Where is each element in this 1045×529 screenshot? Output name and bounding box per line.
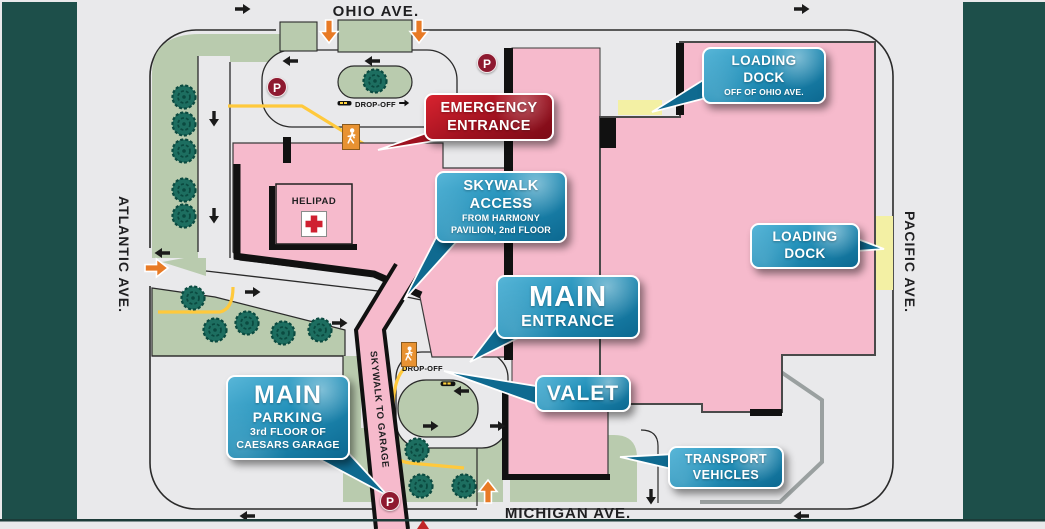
- callout-title: PARKING: [252, 409, 324, 425]
- car-icon: [337, 99, 352, 109]
- transport-vehicles-callout: TRANSPORT VEHICLES: [668, 446, 784, 490]
- callout-subtitle: FROM HARMONY: [462, 213, 540, 224]
- loading-dock-pacific-callout: LOADING DOCK: [750, 223, 860, 269]
- callout-title: DOCK: [784, 245, 826, 261]
- main-drop-off-chip: DROP-OFF: [402, 364, 443, 373]
- callout-subtitle: CAESARS GARAGE: [236, 439, 340, 452]
- er-drop-off-label: DROP-OFF: [355, 99, 396, 109]
- pedestrian-icon: [342, 124, 360, 150]
- street-label-ohio: OHIO AVE.: [332, 3, 420, 20]
- callout-title: VALET: [546, 382, 620, 405]
- callout-title: ENTRANCE: [521, 313, 615, 330]
- helipad-cross-icon: [301, 211, 327, 242]
- emergency-entrance-callout: EMERGENCY ENTRANCE: [424, 93, 554, 142]
- callout-title: LOADING: [731, 53, 797, 68]
- street-label-atlantic: ATLANTIC AVE.: [116, 196, 132, 313]
- street-label-pacific: PACIFIC AVE.: [902, 211, 918, 313]
- loading-dock-ohio-callout: LOADING DOCK OFF OF OHIO AVE.: [702, 47, 826, 104]
- pedestrian-icon: [401, 342, 417, 367]
- main-parking-callout: MAIN PARKING 3rd FLOOR OF CAESARS GARAGE: [226, 375, 350, 461]
- main-drop-off-label: DROP-OFF: [402, 364, 443, 373]
- parking-icon: P: [267, 77, 287, 97]
- callout-title: SKYWALK: [463, 178, 539, 194]
- helipad-label: HELIPAD: [291, 196, 337, 207]
- callout-subtitle: 3rd FLOOR OF: [250, 426, 326, 439]
- callout-title: ACCESS: [469, 196, 533, 213]
- parking-icon: P: [380, 491, 400, 511]
- arrow-right-icon: [398, 99, 410, 109]
- car-icon: [440, 375, 456, 393]
- callout-title: LOADING: [772, 229, 838, 244]
- main-entrance-callout: MAIN ENTRANCE: [496, 275, 640, 340]
- er-drop-off-chip: DROP-OFF: [337, 99, 410, 109]
- callout-title: TRANSPORT: [684, 452, 768, 466]
- skywalk-access-callout: SKYWALK ACCESS FROM HARMONY PAVILION, 2n…: [435, 171, 567, 243]
- callout-title: MAIN: [528, 281, 608, 313]
- callout-title: ENTRANCE: [447, 118, 531, 135]
- callout-subtitle: PAVILION, 2nd FLOOR: [451, 224, 551, 235]
- street-label-michigan: MICHIGAN AVE.: [504, 505, 632, 522]
- callout-title: VEHICLES: [692, 467, 760, 482]
- valet-callout: VALET: [535, 375, 631, 412]
- callout-title: EMERGENCY: [440, 100, 538, 116]
- callout-subtitle: OFF OF OHIO AVE.: [724, 86, 804, 97]
- parking-icon: P: [477, 53, 497, 73]
- callout-title: DOCK: [743, 69, 785, 85]
- callout-title: MAIN: [254, 381, 322, 409]
